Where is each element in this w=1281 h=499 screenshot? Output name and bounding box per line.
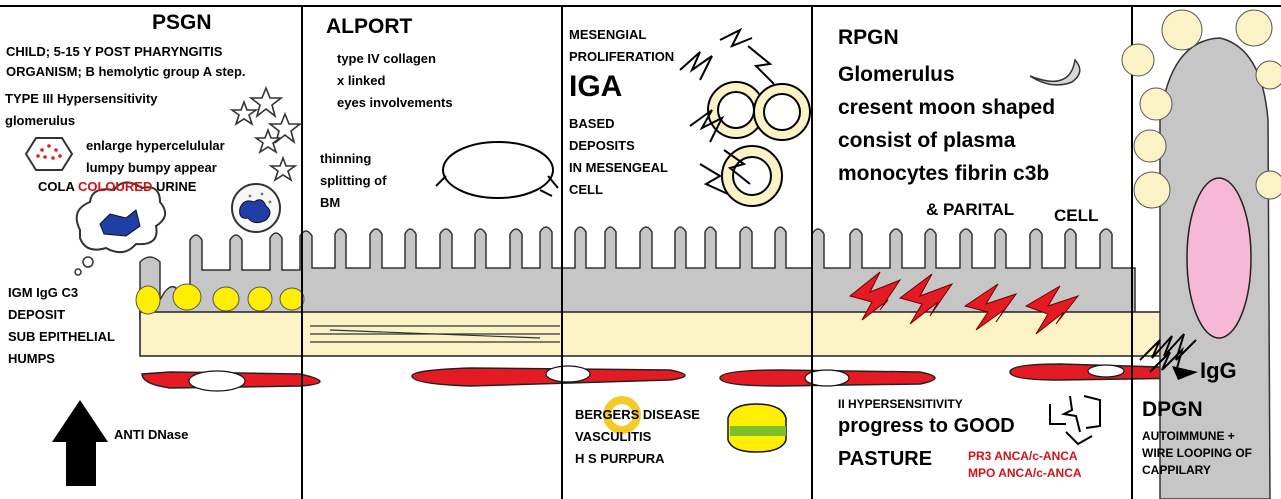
psgn-deposit-line: IGM IgG C3: [8, 285, 79, 300]
psgn-enlarge-line: enlarge hypercelulular: [86, 138, 225, 153]
neutrophil-icon: [231, 183, 281, 233]
iga-line: DEPOSITS: [569, 138, 635, 153]
top-right-circles: [1121, 9, 1281, 209]
capillary-lumen: [188, 364, 1125, 392]
psgn-line: ORGANISM; B hemolytic group A step.: [6, 64, 246, 79]
dpgn-igg: IgG: [1200, 358, 1237, 383]
cola-urine-text: COLA COLOURED URINE: [38, 179, 197, 195]
psgn-title: PSGN: [152, 11, 212, 34]
psgn-lines: CHILD; 5-15 Y POST PHARYNGITIS ORGANISM;…: [6, 42, 246, 82]
dpgn-line: CAPPILARY: [1142, 463, 1211, 477]
psgn-enlarge-line: lumpy bumpy appear: [86, 160, 217, 175]
cola-a: COLA: [38, 179, 78, 194]
dpgn-cell: [1159, 37, 1271, 499]
iga-bottom-line: BERGERS DISEASE: [575, 407, 700, 422]
iga-bottom-line: VASCULITIS: [575, 429, 652, 444]
igg-arrow: [1172, 366, 1198, 380]
iga-line: BASED: [569, 116, 615, 131]
alport-line: x linked: [337, 73, 386, 88]
psgn-deposit-line: HUMPS: [8, 351, 55, 366]
psgn-deposit-line: DEPOSIT: [8, 307, 66, 322]
psgn-deposit-line: SUB EPITHELIAL: [8, 329, 115, 344]
crescent-moon-icon: [1029, 58, 1081, 86]
alport-title: ALPORT: [326, 15, 413, 38]
iga-line: IN MESENGEAL: [569, 160, 668, 175]
iga-mesangial-cells: [679, 27, 811, 207]
dpgn-title: DPGN: [1142, 398, 1203, 421]
cola-coloured: COLOURED: [77, 179, 153, 194]
psgn-cell-icon: [24, 137, 74, 171]
rpgn-progress: progress to GOOD: [838, 415, 1015, 437]
alport-line: eyes involvements: [337, 95, 453, 110]
dpgn-lines: AUTOIMMUNE + WIRE LOOPING OF CAPPILARY: [1142, 428, 1252, 479]
iga-bottom-line: H S PURPURA: [575, 451, 665, 466]
bergers-ring-icon: [603, 396, 641, 434]
rpgn-line: Glomerulus: [838, 63, 955, 86]
psgn-site: glomerulus: [5, 113, 76, 128]
psgn-enlarge: enlarge hypercelulular lumpy bumpy appea…: [86, 135, 225, 179]
rpgn-anca-line: PR3 ANCA/c-ANCA: [968, 449, 1078, 463]
up-arrow-icon: [52, 400, 108, 486]
lightning-bolts: [848, 271, 1080, 335]
rpgn-parital: & PARITAL: [926, 200, 1015, 219]
iga-title: IGA: [569, 70, 623, 103]
rpgn-hypersensitivity: II HYPERSENSITIVITY: [838, 397, 963, 411]
rpgn-line: consist of plasma: [838, 129, 1016, 152]
dpgn-line: WIRE LOOPING OF: [1142, 446, 1252, 460]
anti-dnase-text: ANTI DNase: [114, 427, 189, 442]
alport-membrane-icon: [435, 141, 559, 199]
striped-capsule-icon: [727, 403, 787, 453]
rpgn-pasture: PASTURE: [838, 448, 933, 470]
dpgn-line: AUTOIMMUNE +: [1142, 429, 1235, 443]
iga-lines: BASED DEPOSITS IN MESENGEAL CELL: [569, 113, 668, 201]
psgn-deposit: IGM IgG C3 DEPOSIT SUB EPITHELIAL HUMPS: [8, 282, 115, 370]
rpgn-anca: PR3 ANCA/c-ANCA MPO ANCA/c-ANCA: [968, 448, 1082, 482]
section-dividers: [301, 6, 1133, 499]
alport-lines: type IV collagen x linked eyes involveme…: [337, 48, 453, 114]
alport-split-lines: [310, 325, 560, 343]
rpgn-doodle-icon: [1049, 395, 1101, 446]
rpgn-line: cresent moon shaped: [838, 96, 1056, 119]
rpgn-title: RPGN: [838, 26, 899, 49]
rpgn-lines: Glomerulus cresent moon shaped consist o…: [838, 58, 1055, 190]
stars-icon: [229, 85, 303, 182]
iga-top-line: MESENGIAL: [569, 27, 647, 42]
psgn-line: CHILD; 5-15 Y POST PHARYNGITIS: [6, 44, 223, 59]
rpgn-anca-line: MPO ANCA/c-ANCA: [968, 466, 1082, 480]
subepithelial-humps: [135, 283, 305, 315]
basement-membrane: [139, 311, 1201, 357]
dpgn-jagged-marks: [1139, 333, 1197, 373]
iga-bottom: BERGERS DISEASE VASCULITIS H S PURPURA: [575, 404, 700, 470]
psgn-type: TYPE III Hypersensitivity: [5, 91, 158, 106]
alport-thin-line: splitting of: [320, 173, 387, 188]
alport-thin-line: thinning: [320, 151, 372, 166]
iga-line: CELL: [569, 182, 603, 197]
rpgn-line: monocytes fibrin c3b: [838, 162, 1050, 185]
cola-c: URINE: [152, 179, 197, 194]
iga-top-line: PROLIFERATION: [569, 49, 675, 64]
iga-top: MESENGIAL PROLIFERATION: [569, 24, 674, 68]
rpgn-cell: CELL: [1054, 206, 1099, 225]
alport-thin-line: BM: [320, 195, 341, 210]
alport-line: type IV collagen: [337, 51, 436, 66]
thought-cloud-icon: [74, 181, 167, 276]
alport-thin: thinning splitting of BM: [320, 148, 386, 214]
